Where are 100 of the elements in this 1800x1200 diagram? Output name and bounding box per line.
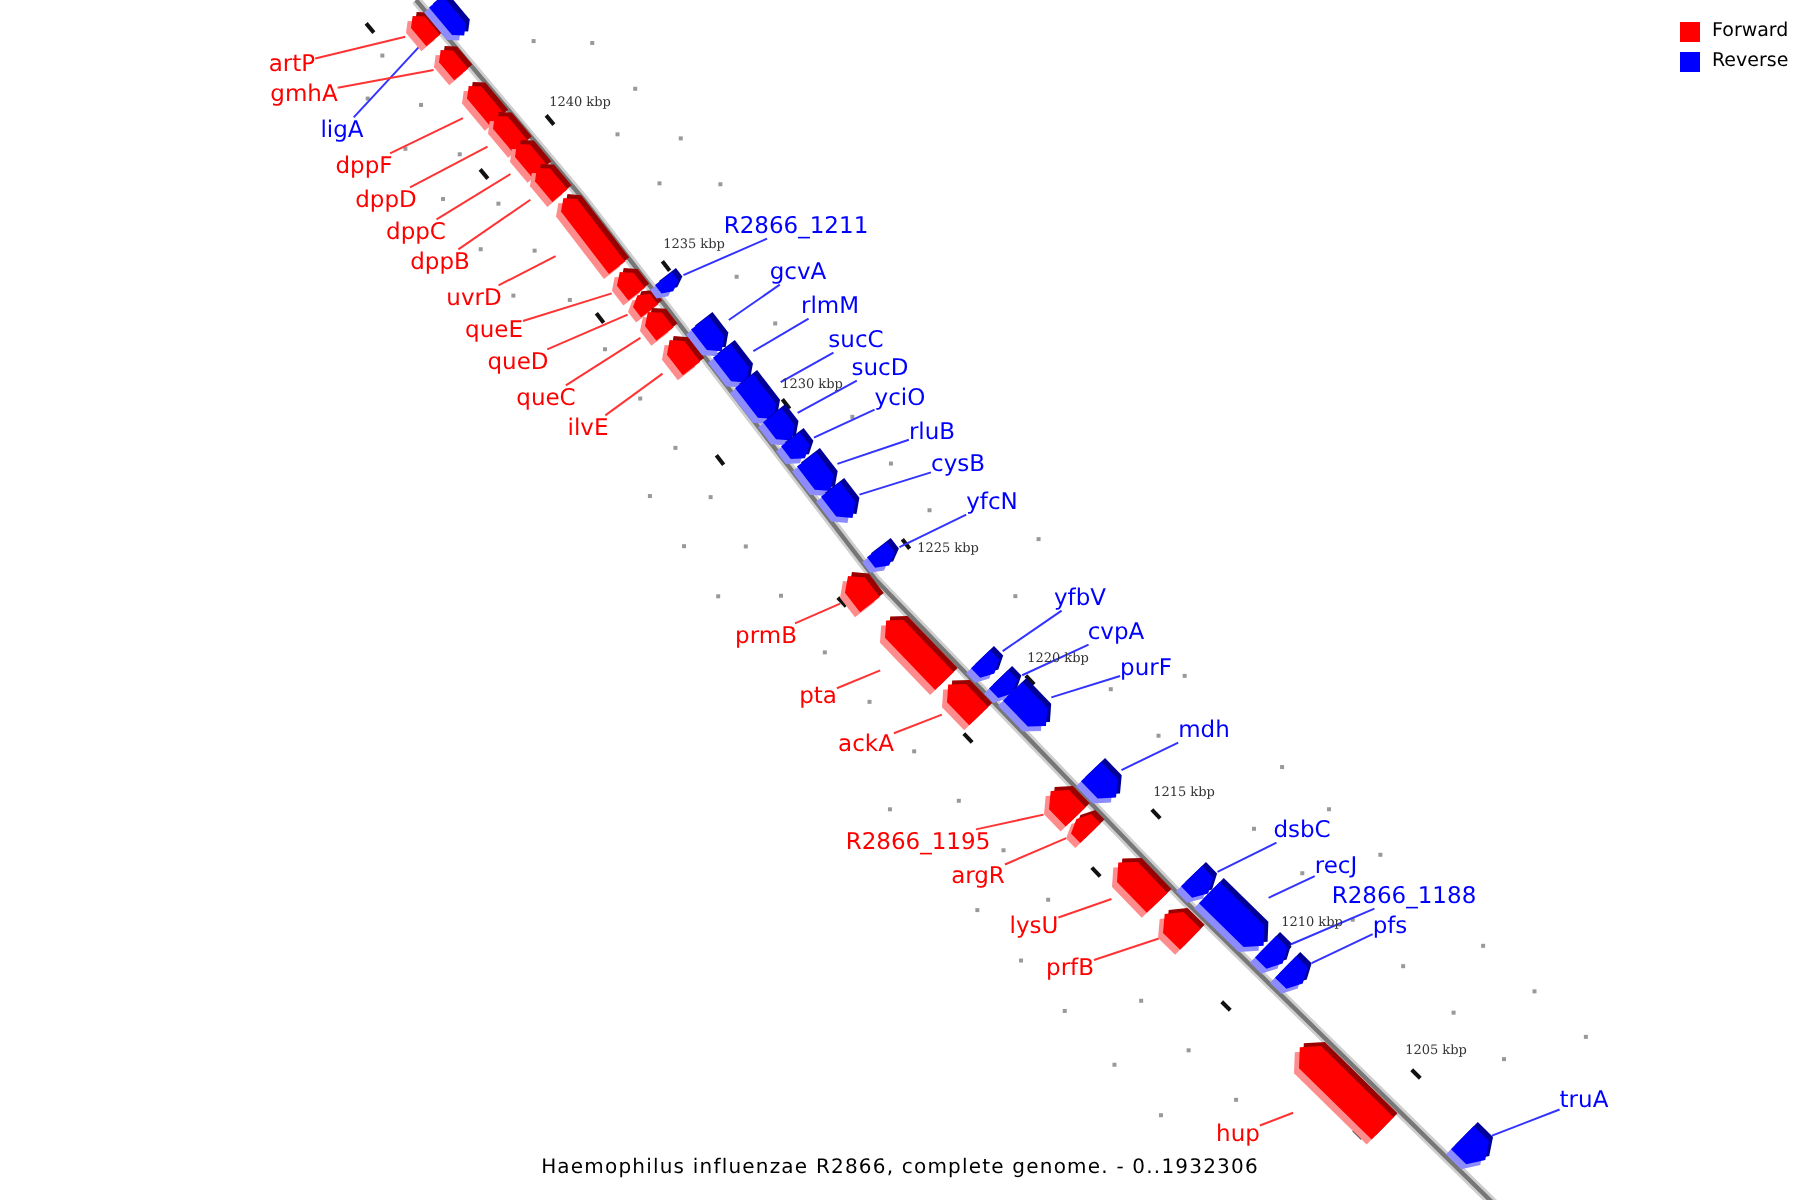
gene-label: R2866_1195 [845, 829, 991, 855]
gene-label: pta [799, 683, 837, 709]
leader-line [1050, 675, 1122, 699]
gene-label: rluB [908, 419, 956, 445]
leader-line [1216, 841, 1278, 873]
leader-line [389, 117, 464, 155]
reverse-gene-feature [998, 678, 1052, 733]
gene-label: queD [487, 349, 549, 375]
reverse-gene-feature [708, 340, 754, 389]
gene-label: sucD [851, 355, 909, 381]
leader-line [1021, 643, 1090, 677]
leader-line [435, 173, 512, 221]
leader-line [1120, 741, 1180, 772]
gene-label: yfcN [966, 489, 1018, 515]
forward-gene-feature [530, 164, 572, 207]
leader-line [812, 408, 876, 439]
gene-label: artP [268, 51, 316, 77]
gene-label: dppD [355, 187, 417, 213]
gene-label: cvpA [1087, 619, 1145, 645]
leader-line [409, 145, 489, 189]
forward-gene-feature [1158, 907, 1206, 955]
legend-label: Reverse [1712, 50, 1789, 72]
reverse-gene-feature [1270, 952, 1312, 994]
leader-line [752, 317, 810, 353]
gene-label: pfs [1372, 913, 1408, 939]
leader-line [682, 237, 769, 277]
gene-label: dsbC [1273, 817, 1331, 843]
reverse-gene-feature [424, 0, 470, 41]
gene-label: gmhA [270, 81, 338, 107]
gene-label: ilvE [567, 415, 609, 441]
reverse-gene-feature [776, 428, 814, 465]
leader-line [1290, 907, 1376, 946]
reverse-gene-feature [862, 538, 900, 574]
forward-gene-feature [555, 194, 629, 280]
forward-gene-feature [1293, 1041, 1397, 1145]
reverse-gene-feature [1194, 878, 1269, 953]
gene-label: uvrD [446, 285, 502, 311]
reverse-gene-feature [730, 369, 781, 424]
gene-label: prfB [1046, 955, 1094, 981]
leader-line [1491, 1108, 1561, 1137]
gene-label: prmB [735, 623, 797, 649]
leader-line [1057, 897, 1113, 919]
reverse-gene-feature [686, 312, 729, 357]
reverse-gene-feature [816, 478, 860, 524]
leader-line [457, 198, 532, 251]
leader-line [521, 292, 613, 322]
leader-line [858, 471, 932, 496]
leader-line [1003, 837, 1068, 866]
legend-label: Forward [1712, 20, 1789, 42]
reverse-gene-feature [1075, 758, 1122, 804]
leader-line [796, 379, 858, 414]
reverse-gene-feature [1445, 1121, 1493, 1169]
gene-label: recJ [1314, 853, 1358, 879]
leader-line [1267, 875, 1316, 899]
leader-line [974, 813, 1045, 831]
reverse-gene-feature [1249, 932, 1292, 974]
leader-line [336, 69, 435, 89]
gene-label: lysU [1009, 913, 1059, 939]
gene-label: purF [1120, 655, 1172, 681]
forward-gene-feature [941, 679, 993, 731]
leader-line [564, 336, 642, 387]
gene-label: truA [1559, 1087, 1609, 1113]
leader-line [835, 669, 882, 690]
gene-label: R2866_1188 [1331, 883, 1477, 909]
leader-line [836, 438, 910, 465]
leader-line [892, 713, 943, 735]
gene-label: queE [465, 317, 523, 343]
leader-line [1310, 933, 1374, 965]
gene-label: ackA [838, 731, 894, 757]
gene-label: dppF [335, 153, 393, 179]
leader-line [497, 255, 557, 287]
gene-label: hup [1216, 1121, 1260, 1147]
leader-line [898, 513, 968, 549]
leader-line [1001, 609, 1063, 653]
gene-label: gcvA [769, 259, 827, 285]
gene-label: rlmM [800, 293, 860, 319]
reverse-gene-feature [650, 267, 684, 298]
forward-gene-feature [880, 615, 958, 694]
gene-label: R2866_1211 [723, 213, 869, 239]
reverse-gene-feature [757, 403, 798, 445]
leader-line [1092, 937, 1160, 962]
reverse-gene-feature [791, 447, 838, 496]
gene-label: dppB [410, 249, 470, 275]
gene-label: mdh [1178, 717, 1230, 743]
forward-gene-feature [433, 46, 472, 87]
leader-line [604, 372, 664, 417]
forward-gene-feature [640, 307, 678, 345]
leader-line [546, 313, 629, 351]
forward-gene-feature [1111, 858, 1171, 919]
reverse-gene-feature [965, 645, 1003, 683]
leader-line [1258, 1111, 1295, 1127]
gene-label: ligA [320, 117, 364, 143]
forward-gene-feature [840, 571, 884, 617]
gene-label: queC [516, 385, 576, 411]
leader-line [779, 351, 835, 384]
leader-line [314, 35, 407, 60]
leader-line [793, 602, 842, 625]
forward-gene-feature [1066, 810, 1105, 849]
gene-label: sucC [828, 327, 884, 353]
gene-label: yciO [874, 385, 926, 411]
